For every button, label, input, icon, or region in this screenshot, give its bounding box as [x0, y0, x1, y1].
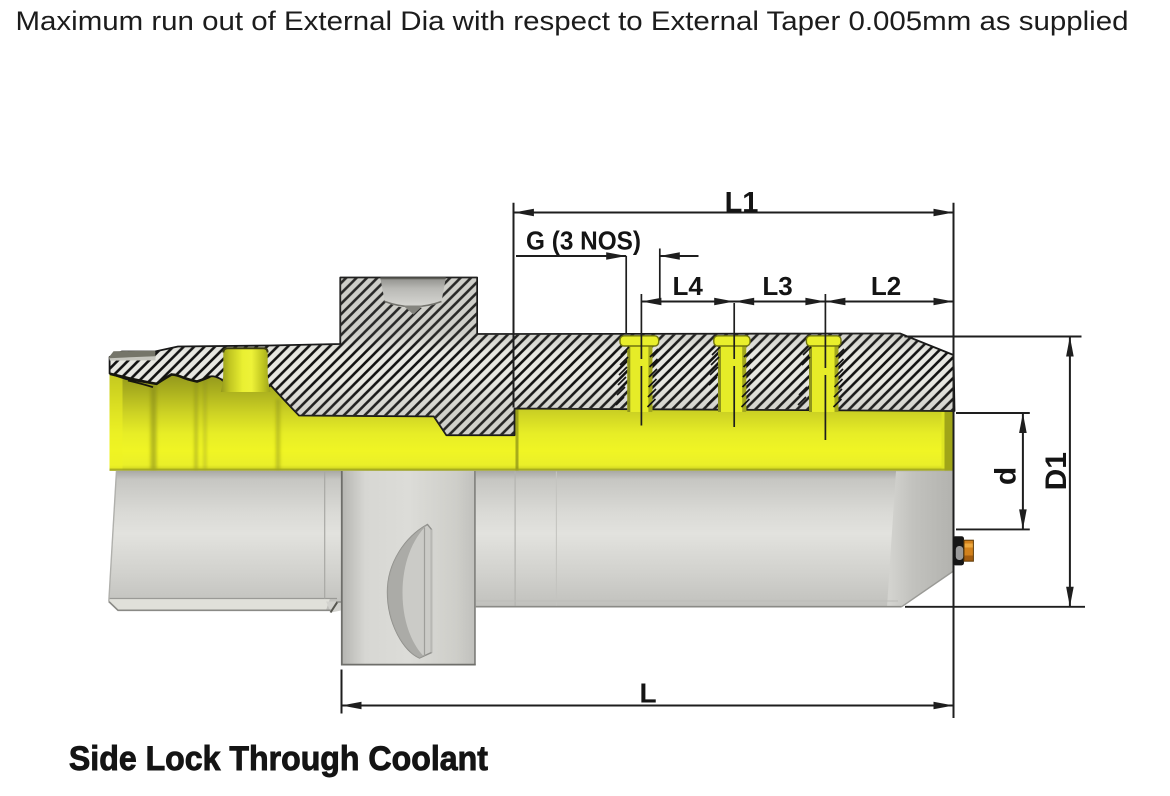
svg-text:L: L	[639, 678, 656, 709]
svg-text:L3: L3	[762, 271, 792, 301]
svg-text:L1: L1	[725, 187, 759, 219]
svg-text:G (3 NOS): G (3 NOS)	[526, 226, 641, 256]
svg-text:D1: D1	[1040, 452, 1073, 490]
svg-text:Side Lock Through Coolant: Side Lock Through Coolant	[69, 740, 488, 778]
svg-text:Maximum run out of External Di: Maximum run out of External Dia with res…	[16, 6, 1129, 36]
svg-text:d: d	[990, 467, 1023, 485]
svg-text:L2: L2	[871, 271, 901, 301]
svg-text:L4: L4	[673, 271, 704, 301]
